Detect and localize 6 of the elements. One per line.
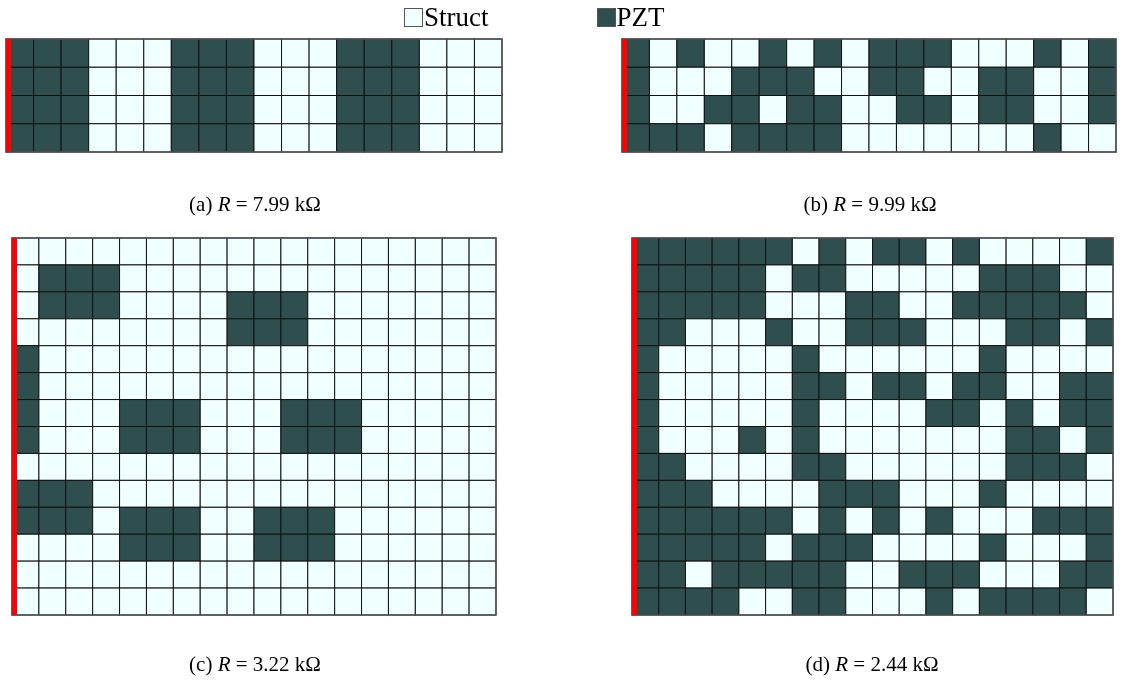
- legend-label: Struct: [424, 2, 489, 32]
- subfigure-caption: (d) R = 2.44 kΩ: [805, 652, 939, 677]
- subfigure-caption: (a) R = 7.99 kΩ: [189, 192, 321, 217]
- legend-label: PZT: [616, 2, 665, 32]
- subfigure-caption: (b) R = 9.99 kΩ: [803, 192, 937, 217]
- subfigure-caption: (c) R = 3.22 kΩ: [189, 652, 321, 677]
